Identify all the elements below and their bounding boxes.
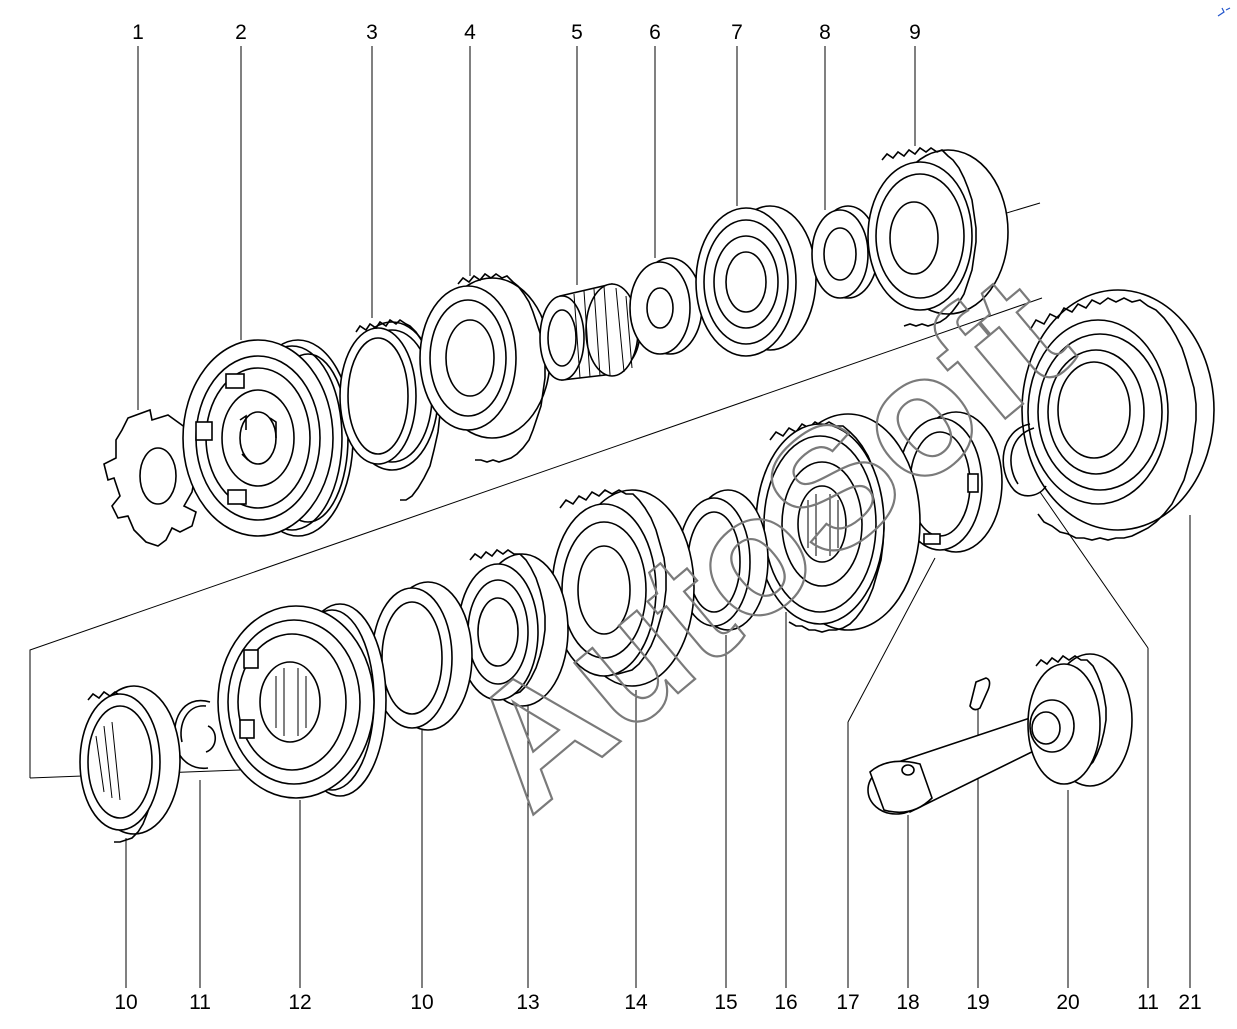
callout-5: 5 <box>571 21 583 44</box>
callout-11-right: 11 <box>1137 991 1159 1014</box>
part-13-gear <box>457 548 569 707</box>
callout-13: 13 <box>516 991 540 1014</box>
part-3-synchro-ring <box>339 318 441 501</box>
callout-11-left: 11 <box>189 991 211 1014</box>
callout-21: 21 <box>1178 991 1202 1014</box>
callout-4: 4 <box>464 21 476 44</box>
callout-15: 15 <box>714 991 738 1014</box>
part-16-gear-hub <box>755 413 921 633</box>
callout-6: 6 <box>649 21 661 44</box>
callout-3: 3 <box>366 21 378 44</box>
callout-8: 8 <box>819 21 831 44</box>
callout-9: 9 <box>909 21 921 44</box>
part-2-synchro-sleeve <box>182 339 354 537</box>
part-11-circlip-right <box>1002 423 1047 497</box>
part-14-gear <box>551 489 695 687</box>
callout-12: 12 <box>288 991 312 1014</box>
part-10-synchro-ring-left <box>79 685 181 843</box>
part-10-synchro-ring-middle <box>371 581 473 731</box>
callout-20: 20 <box>1056 991 1080 1014</box>
part-1-lock-washer <box>103 408 197 547</box>
lower-shaft-axis-line <box>29 297 1043 778</box>
part-7-ball-bearing <box>695 205 817 357</box>
callout-14: 14 <box>624 991 648 1014</box>
leader-lines <box>125 46 1191 988</box>
part-5-needle-bearing <box>539 283 641 381</box>
part-20-small-gear <box>1027 653 1133 787</box>
part-15-synchro-ring <box>677 489 769 631</box>
part-9-gear <box>867 146 1009 327</box>
part-19-key <box>969 677 991 711</box>
callout-10-left: 10 <box>114 991 138 1014</box>
callout-18: 18 <box>896 991 920 1014</box>
corner-mark-icon <box>1217 7 1231 17</box>
callout-19: 19 <box>966 991 990 1014</box>
callout-7: 7 <box>731 21 743 44</box>
part-21-large-gear <box>1021 289 1215 541</box>
part-4-gear <box>419 272 551 463</box>
callout-16: 16 <box>774 991 798 1014</box>
part-8-washer <box>811 205 879 299</box>
part-12-synchro-sleeve <box>217 603 387 799</box>
callout-1: 1 <box>132 21 144 44</box>
callout-2: 2 <box>235 21 247 44</box>
part-6-spacer-washer <box>629 257 703 355</box>
callout-10-middle: 10 <box>410 991 434 1014</box>
callout-17: 17 <box>836 991 860 1014</box>
